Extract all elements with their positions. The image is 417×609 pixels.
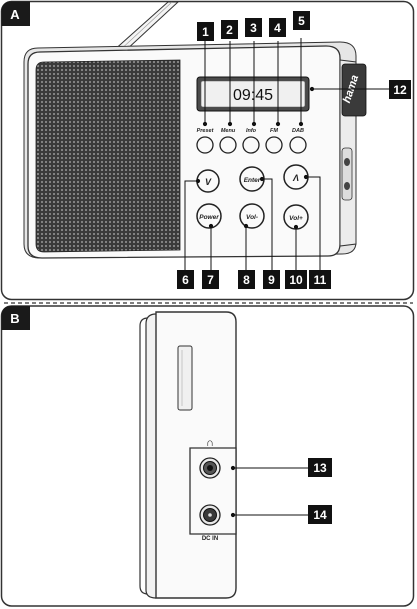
callout-12-label: 12 bbox=[393, 83, 407, 97]
speaker-grille bbox=[35, 59, 181, 253]
power-button-label: Power bbox=[199, 214, 219, 221]
callout-5-label: 5 bbox=[298, 14, 305, 28]
nav-button-row: V Enter Λ bbox=[196, 164, 309, 193]
power-volume-row: Power Vol- Vol+ bbox=[196, 203, 309, 230]
info-button[interactable] bbox=[242, 136, 260, 154]
antenna-mount bbox=[177, 345, 193, 411]
callout-3-label: 3 bbox=[250, 21, 257, 35]
callout-10: 10 bbox=[285, 270, 307, 289]
up-button-label: Λ bbox=[292, 173, 299, 183]
callout-8: 8 bbox=[238, 270, 255, 289]
display-time: 09:45 bbox=[233, 87, 273, 104]
fm-label: FM bbox=[270, 128, 278, 134]
radio-front-view: hama 09:45 Preset Menu Info FM DAB V Ent bbox=[23, 1, 411, 289]
callout-1-label: 1 bbox=[202, 25, 209, 39]
fm-button[interactable] bbox=[265, 136, 283, 154]
panel-a-border bbox=[0, 0, 415, 301]
volume-down-button[interactable] bbox=[239, 203, 265, 229]
preset-label: Preset bbox=[197, 128, 215, 134]
panel-b-border bbox=[0, 305, 415, 607]
callout-2: 2 bbox=[221, 20, 238, 39]
section-tag-b: B bbox=[1, 306, 30, 330]
callout-13-label: 13 bbox=[313, 461, 327, 475]
callout-1: 1 bbox=[197, 22, 214, 41]
power-button[interactable] bbox=[196, 203, 222, 229]
leader-lines-side bbox=[230, 465, 308, 518]
callout-4: 4 bbox=[269, 18, 286, 37]
callout-13: 13 bbox=[308, 458, 332, 477]
callout-8-label: 8 bbox=[243, 273, 250, 287]
section-label-b: B bbox=[10, 311, 19, 326]
callout-4-label: 4 bbox=[274, 21, 281, 35]
callout-9: 9 bbox=[263, 270, 280, 289]
brand-tag bbox=[341, 63, 367, 117]
dc-in-jack[interactable] bbox=[199, 504, 221, 526]
menu-label: Menu bbox=[221, 128, 236, 134]
headphone-icon: ∩ bbox=[206, 437, 214, 449]
radio-side-view: ∩ DC IN 13 14 bbox=[139, 311, 332, 599]
preset-button[interactable] bbox=[196, 136, 214, 154]
volume-down-label: Vol- bbox=[246, 214, 258, 221]
headphone-jack[interactable] bbox=[199, 457, 221, 479]
callout-12: 12 bbox=[389, 80, 411, 99]
enter-button-label: Enter bbox=[244, 177, 261, 184]
leader-lines-top bbox=[202, 38, 389, 127]
dc-in-label: DC IN bbox=[202, 536, 218, 542]
callout-2-label: 2 bbox=[226, 23, 233, 37]
dab-label: DAB bbox=[292, 128, 304, 134]
callout-11-label: 11 bbox=[314, 273, 327, 287]
callout-5: 5 bbox=[293, 11, 310, 30]
callout-7-label: 7 bbox=[207, 273, 214, 287]
callout-6-label: 6 bbox=[182, 273, 189, 287]
callout-3: 3 bbox=[245, 18, 262, 37]
top-button-row: Preset Menu Info FM DAB bbox=[196, 128, 307, 154]
callout-11: 11 bbox=[309, 270, 331, 289]
callout-9-label: 9 bbox=[268, 273, 275, 287]
callout-7: 7 bbox=[202, 270, 219, 289]
volume-up-label: Vol+ bbox=[289, 215, 303, 222]
section-label-a: A bbox=[10, 7, 20, 22]
callout-14: 14 bbox=[308, 505, 332, 524]
dab-button[interactable] bbox=[289, 136, 307, 154]
menu-button[interactable] bbox=[219, 136, 237, 154]
down-button-label: V bbox=[205, 177, 212, 187]
leader-lines-bottom bbox=[184, 174, 321, 270]
info-label: Info bbox=[246, 128, 257, 134]
callout-14-label: 14 bbox=[313, 508, 327, 522]
section-tag-a: A bbox=[1, 1, 30, 26]
callout-10-label: 10 bbox=[289, 273, 303, 287]
callout-6: 6 bbox=[177, 270, 194, 289]
